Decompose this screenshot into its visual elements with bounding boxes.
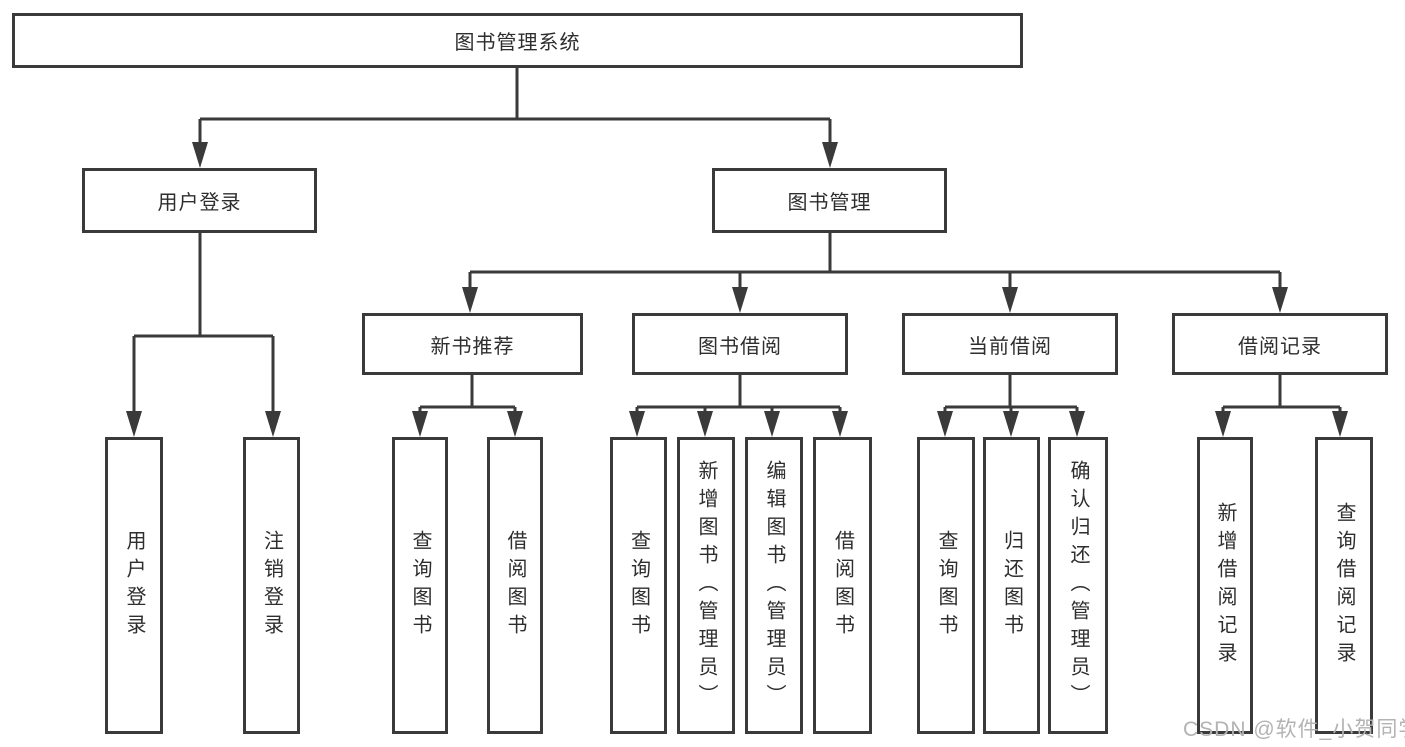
node-leaf-user-login: 用户登录 <box>105 437 163 734</box>
node-label: 新增图书（管理员） <box>695 459 717 712</box>
node-label: 注销登录 <box>260 529 283 642</box>
node-leaf-bb-add-books: 新增图书（管理员） <box>677 437 735 734</box>
node-leaf-nb-query-books: 查询图书 <box>392 437 448 734</box>
node-label: 借阅图书 <box>504 529 526 642</box>
node-label: 新增借阅记录 <box>1214 501 1236 670</box>
node-leaf-br-query-record: 查询借阅记录 <box>1315 437 1373 734</box>
node-label: 编辑图书（管理员） <box>763 459 785 712</box>
node-label: 用户登录 <box>123 529 145 642</box>
node-leaf-cb-query-books: 查询图书 <box>917 437 975 734</box>
node-label: 查询图书 <box>935 529 957 642</box>
node-leaf-cb-confirm-return: 确认归还（管理员） <box>1048 437 1108 734</box>
node-leaf-bb-borrow-books: 借阅图书 <box>813 437 872 734</box>
node-leaf-bb-edit-books: 编辑图书（管理员） <box>745 437 803 734</box>
node-label: 查询借阅记录 <box>1333 501 1355 670</box>
node-leaf-logout: 注销登录 <box>243 437 300 734</box>
node-leaf-cb-return-books: 归还图书 <box>983 437 1040 734</box>
node-label: 用户登录 <box>157 192 242 214</box>
node-leaf-bb-query-books: 查询图书 <box>610 437 667 734</box>
node-label: 归还图书 <box>1000 529 1023 642</box>
node-library-system: 图书管理系统 <box>12 13 1023 68</box>
node-book-management: 图书管理 <box>712 168 947 233</box>
node-label: 查询图书 <box>409 529 431 642</box>
node-book-borrowing: 图书借阅 <box>632 313 848 375</box>
node-new-book-recommend: 新书推荐 <box>362 313 583 375</box>
node-label: 当前借阅 <box>968 335 1052 358</box>
node-leaf-nb-borrow-books: 借阅图书 <box>487 437 543 734</box>
node-label: 确认归还（管理员） <box>1067 459 1089 712</box>
node-borrow-records: 借阅记录 <box>1172 313 1388 375</box>
node-label: 借阅记录 <box>1238 335 1322 358</box>
node-current-borrowing: 当前借阅 <box>902 313 1118 375</box>
node-label: 图书借阅 <box>698 335 782 358</box>
node-label: 图书管理 <box>787 192 872 214</box>
node-label: 新书推荐 <box>430 335 515 358</box>
node-label: 图书管理系统 <box>454 32 581 54</box>
node-user-login: 用户登录 <box>82 168 317 233</box>
node-label: 查询图书 <box>627 529 650 642</box>
node-leaf-br-add-record: 新增借阅记录 <box>1197 437 1253 734</box>
csdn-watermark: CSDN @软件_小贺同学 <box>1183 718 1405 741</box>
node-label: 借阅图书 <box>831 529 854 642</box>
